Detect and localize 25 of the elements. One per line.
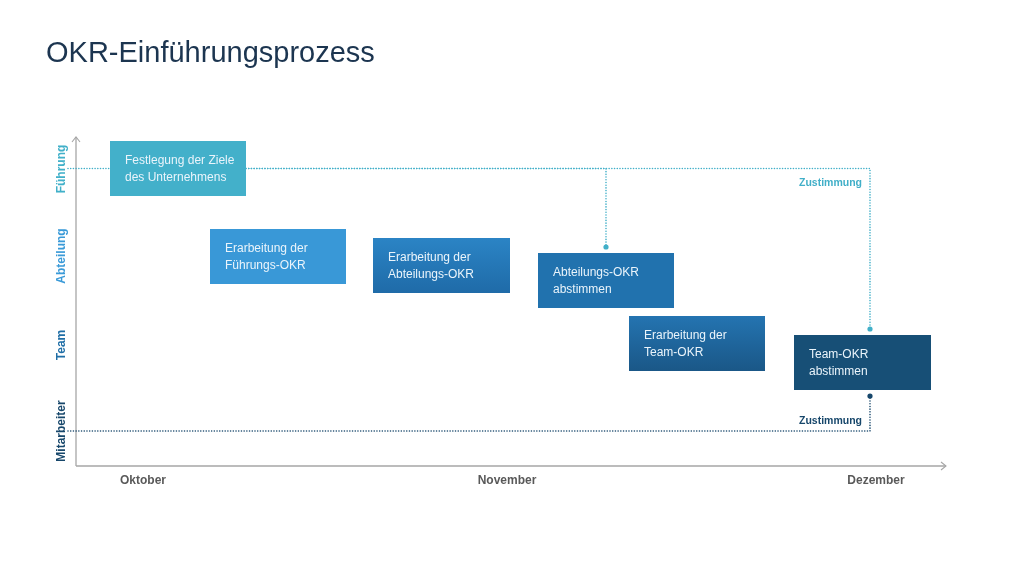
- lane-label: Team: [54, 329, 68, 361]
- dotted-connector: [67, 167, 111, 170]
- process-box: [538, 253, 674, 308]
- edge-label: Zustimmung: [798, 413, 863, 427]
- process-box: [373, 238, 510, 293]
- step-text: Abteilungs-OKR abstimmen: [553, 264, 641, 298]
- dotted-connector: [245, 167, 873, 332]
- lane-label: Führung: [54, 144, 68, 193]
- lane-label: Abteilung: [54, 228, 68, 284]
- month-label: Dezember: [847, 472, 905, 488]
- step-text: Erarbeitung der Führungs-OKR: [225, 240, 309, 274]
- process-box: [794, 335, 931, 390]
- title: OKR-Einführungsprozess: [46, 35, 375, 70]
- step-text: Erarbeitung der Team-OKR: [644, 327, 728, 361]
- month-label: November: [477, 472, 537, 488]
- process-box: [210, 229, 346, 284]
- edge-label: Zustimmung: [798, 175, 863, 189]
- step-text: Festlegung der Ziele des Unternehmens: [125, 152, 236, 186]
- month-label: Oktober: [120, 472, 166, 488]
- step-text: Erarbeitung der Abteilungs-OKR: [388, 249, 476, 283]
- step-text: Team-OKR abstimmen: [809, 346, 870, 380]
- dotted-connector: [67, 393, 873, 432]
- process-box: [110, 141, 246, 196]
- process-box: [629, 316, 765, 371]
- lane-label: Mitarbeiter: [54, 400, 68, 462]
